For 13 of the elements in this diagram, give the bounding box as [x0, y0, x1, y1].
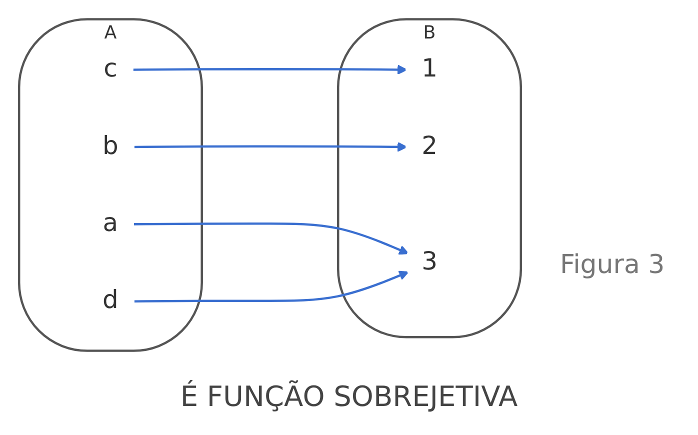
- node-text: 2: [422, 132, 438, 161]
- node-text: b: [102, 132, 118, 161]
- arrow: [133, 64, 408, 75]
- node-text: d: [102, 286, 118, 316]
- node-text: 3: [422, 248, 438, 276]
- node-text: c: [104, 54, 118, 84]
- arrow: [134, 142, 408, 152]
- arrow: [134, 222, 409, 255]
- node-text: a: [102, 209, 118, 238]
- node-text: 1: [422, 54, 438, 84]
- caption: É FUNÇÃO SOBREJETIVA: [179, 380, 519, 413]
- arrow: [134, 270, 409, 303]
- figure-label: Figura 3: [560, 250, 665, 280]
